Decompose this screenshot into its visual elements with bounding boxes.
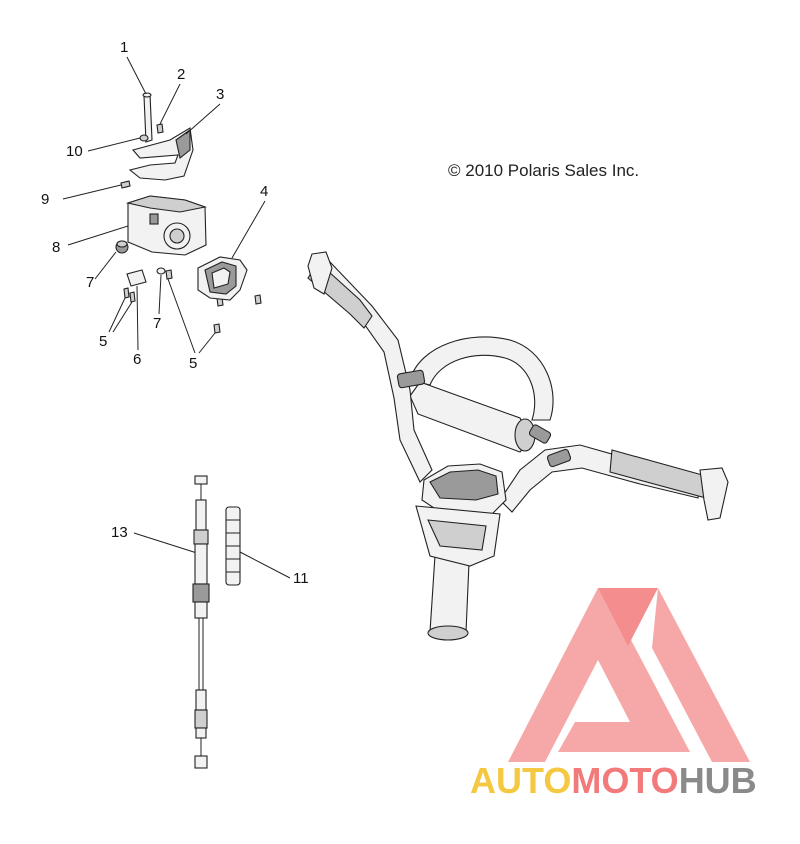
watermark-hub: HUB (679, 760, 757, 801)
hoop-bar (409, 336, 554, 421)
left-end-cap (307, 251, 333, 295)
callout-4: 4 (260, 183, 268, 200)
part-6-plate (126, 269, 147, 287)
callout-5a: 5 (99, 333, 107, 350)
part-1-pin (142, 92, 153, 143)
throttle-assembly-parts (115, 92, 262, 334)
callout-5b: 5 (189, 355, 197, 372)
part-7-oring (156, 267, 166, 275)
right-brake-lever (699, 467, 729, 521)
watermark-triangle-icon (508, 588, 750, 762)
callouts: 1 2 3 10 9 4 8 7 5 6 7 5 13 11 (41, 39, 309, 587)
part-2-screw (156, 123, 164, 134)
copyright-text: © 2010 Polaris Sales Inc. (448, 161, 639, 180)
part-4-cover (197, 256, 248, 301)
crossbar-pad (409, 381, 531, 453)
watermark-moto: MOTO (571, 760, 678, 801)
watermark-auto: AUTO (470, 760, 571, 801)
callout-8: 7 (86, 274, 94, 291)
part-12-sleeve (225, 506, 241, 586)
callout-6: 6 (133, 351, 141, 368)
part-10-clip (120, 180, 131, 189)
part-8-cap (115, 240, 129, 254)
callout-10: 9 (41, 191, 49, 208)
callout-3: 3 (216, 86, 224, 103)
watermark-logo: AUTOMOTOHUB (470, 588, 757, 801)
part-13-throttle-cable (192, 475, 210, 769)
part-9-housing (125, 195, 208, 256)
part-3-throttle-lever (128, 127, 194, 181)
callout-13: 13 (111, 524, 128, 541)
right-grip (609, 449, 707, 499)
callout-1: 1 (120, 39, 128, 56)
part-11-washer (139, 134, 149, 142)
callout-12: 11 (293, 570, 309, 587)
callout-9: 8 (52, 239, 60, 256)
callout-11: 10 (66, 143, 83, 160)
callout-2: 2 (177, 66, 185, 83)
callout-7: 7 (153, 315, 161, 332)
handlebar-assembly (307, 251, 729, 641)
svg-text:AUTOMOTOHUB: AUTOMOTOHUB (470, 760, 757, 801)
